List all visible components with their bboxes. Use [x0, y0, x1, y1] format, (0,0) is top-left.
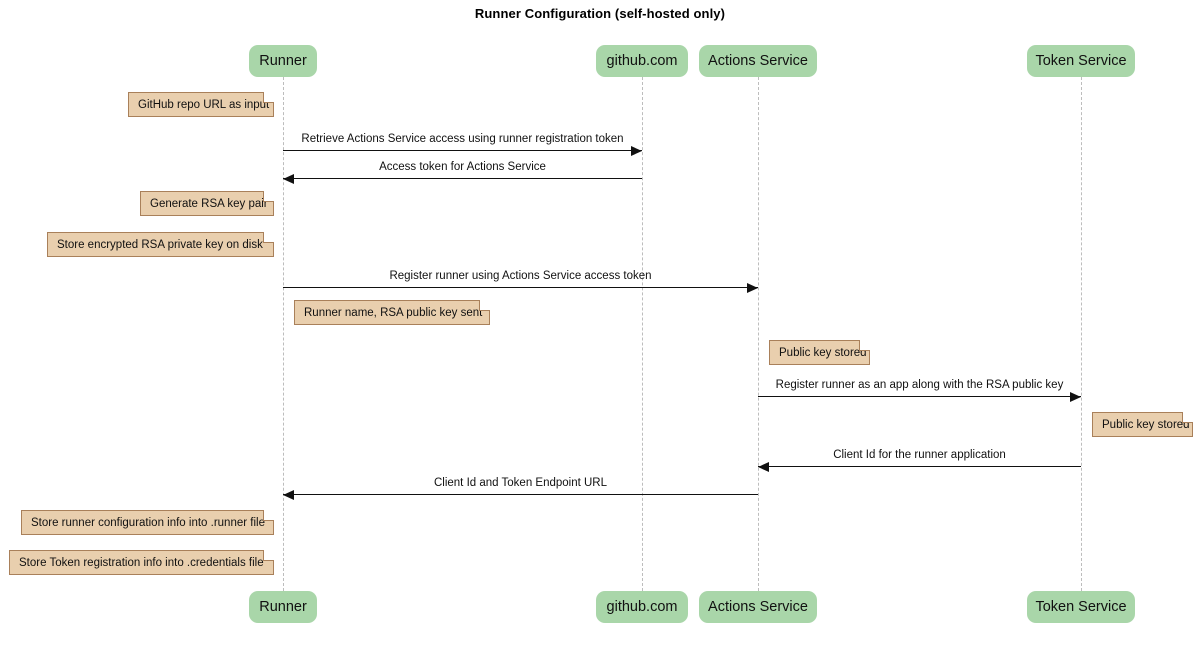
page-title: Runner Configuration (self-hosted only) — [474, 6, 726, 21]
note-fold-corner-icon — [263, 92, 274, 103]
note-n5: Public key stored — [769, 340, 870, 365]
note-label: Generate RSA key pair — [150, 197, 268, 210]
participant-token-top[interactable]: Token Service — [1027, 45, 1135, 77]
participant-label: github.com — [606, 599, 678, 615]
note-n2: Generate RSA key pair — [140, 191, 274, 216]
note-n7: Store runner configuration info into .ru… — [21, 510, 274, 535]
participant-label: Actions Service — [708, 599, 808, 615]
message-label-m1: Retrieve Actions Service access using ru… — [301, 133, 624, 145]
note-n6: Public key stored — [1092, 412, 1193, 437]
participant-runner-bottom[interactable]: Runner — [249, 591, 317, 623]
note-n4: Runner name, RSA public key sent — [294, 300, 490, 325]
message-label-m6: Client Id and Token Endpoint URL — [433, 477, 608, 489]
participant-label: Actions Service — [708, 53, 808, 69]
note-label: Store encrypted RSA private key on disk — [57, 238, 263, 251]
participant-runner-top[interactable]: Runner — [249, 45, 317, 77]
note-fold-corner-icon — [479, 300, 490, 311]
arrow-head-m5 — [758, 461, 769, 472]
note-label: GitHub repo URL as input — [138, 98, 270, 111]
lifeline-runner — [283, 77, 284, 591]
lifeline-actions — [758, 77, 759, 591]
note-label: Public key stored — [1102, 418, 1190, 431]
lifeline-token — [1081, 77, 1082, 591]
note-n8: Store Token registration info into .cred… — [9, 550, 274, 575]
message-label-m2: Access token for Actions Service — [379, 161, 546, 173]
note-fold-corner-icon — [263, 191, 274, 202]
note-fold-corner-icon — [263, 232, 274, 243]
arrow-head-m6 — [283, 489, 294, 500]
participant-actions-top[interactable]: Actions Service — [699, 45, 817, 77]
note-n1: GitHub repo URL as input — [128, 92, 274, 117]
message-line-m5 — [758, 466, 1081, 467]
participant-label: Runner — [259, 53, 307, 69]
note-fold-corner-icon — [263, 550, 274, 561]
participant-label: Token Service — [1035, 53, 1127, 69]
message-line-m4 — [758, 396, 1081, 397]
participant-token-bottom[interactable]: Token Service — [1027, 591, 1135, 623]
participant-github-bottom[interactable]: github.com — [596, 591, 688, 623]
arrow-head-m2 — [283, 173, 294, 184]
arrow-head-m3 — [747, 282, 758, 293]
note-fold-corner-icon — [859, 340, 870, 351]
message-label-m5: Client Id for the runner application — [833, 449, 1006, 461]
participant-label: github.com — [606, 53, 678, 69]
message-label-m3: Register runner using Actions Service ac… — [389, 270, 652, 282]
participant-label: Runner — [259, 599, 307, 615]
note-fold-corner-icon — [1182, 412, 1193, 423]
arrow-head-m1 — [631, 145, 642, 156]
participant-github-top[interactable]: github.com — [596, 45, 688, 77]
message-line-m6 — [283, 494, 758, 495]
note-n3: Store encrypted RSA private key on disk — [47, 232, 274, 257]
participant-actions-bottom[interactable]: Actions Service — [699, 591, 817, 623]
note-fold-corner-icon — [263, 510, 274, 521]
arrow-head-m4 — [1070, 391, 1081, 402]
message-line-m2 — [283, 178, 642, 179]
note-label: Store runner configuration info into .ru… — [31, 516, 265, 529]
message-line-m3 — [283, 287, 758, 288]
message-label-m4: Register runner as an app along with the… — [775, 379, 1064, 391]
participant-label: Token Service — [1035, 599, 1127, 615]
note-label: Runner name, RSA public key sent — [304, 306, 483, 319]
message-line-m1 — [283, 150, 642, 151]
note-label: Public key stored — [779, 346, 867, 359]
lifeline-github — [642, 77, 643, 591]
note-label: Store Token registration info into .cred… — [19, 556, 264, 569]
